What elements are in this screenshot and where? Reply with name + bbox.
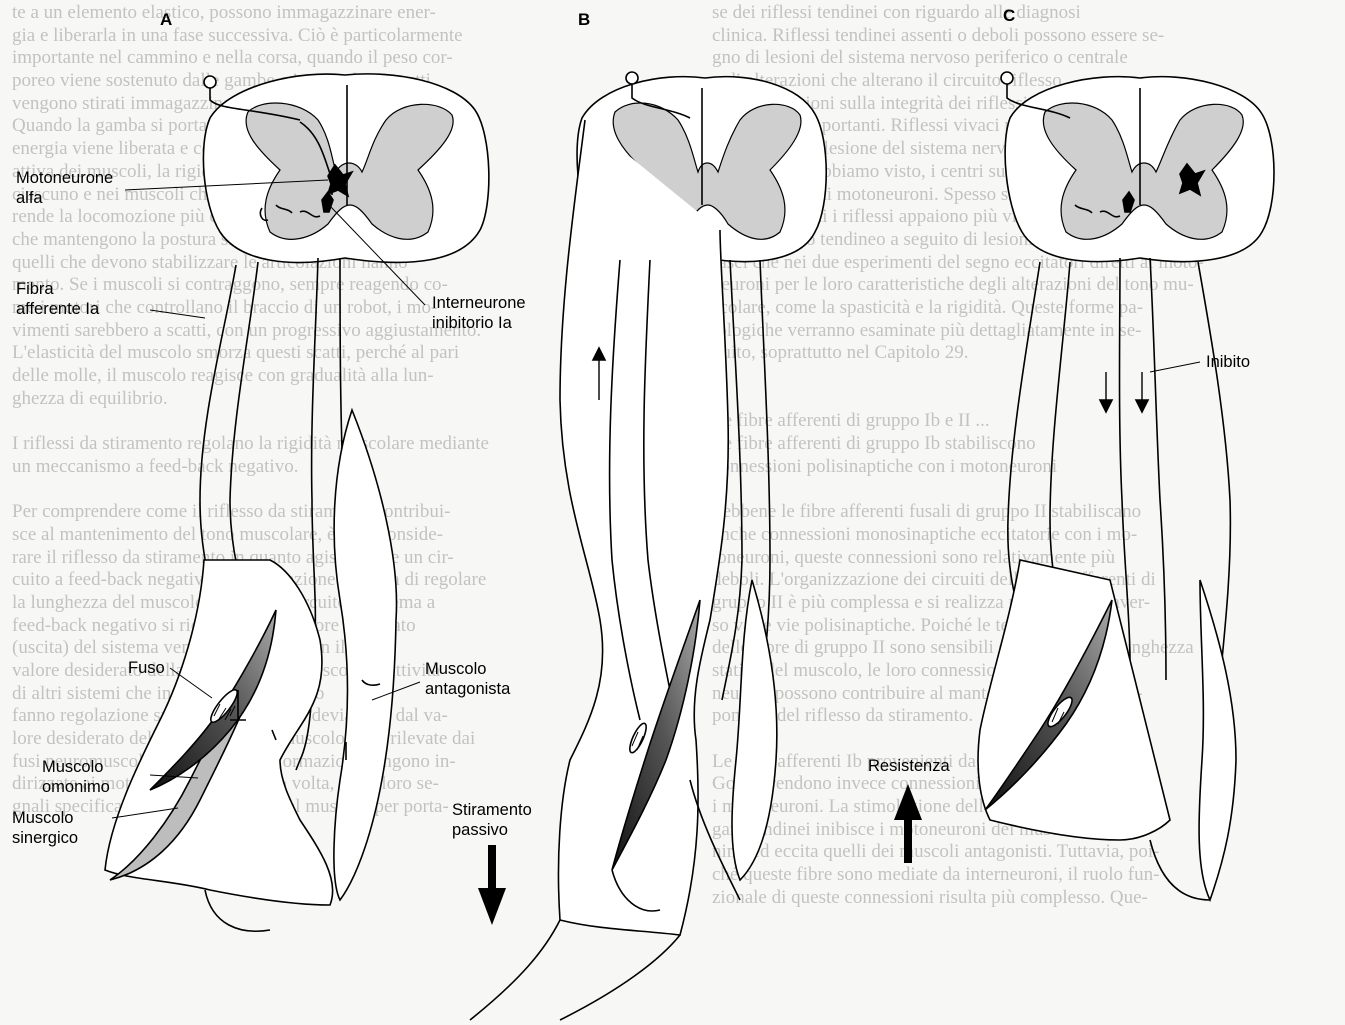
- label-alpha-motoneurone: Motoneurone alfa: [16, 168, 113, 208]
- label-spindle: Fuso: [128, 658, 165, 678]
- label-passive-stretch: Stiramento passivo: [452, 800, 532, 840]
- panel-c-drawing: [978, 72, 1274, 900]
- dorsal-root-ganglion-b: [626, 72, 638, 84]
- label-ia-inhibitory-interneurone: Interneurone inibitorio Ia: [432, 293, 526, 333]
- label-homonymous-muscle: Muscolo omonimo: [42, 757, 110, 797]
- passive-stretch-arrow: [478, 845, 506, 925]
- panel-label-c: C: [1003, 6, 1015, 26]
- label-resistance: Resistenza: [868, 756, 950, 776]
- panel-b-drawing: [470, 72, 826, 1020]
- panel-a-drawing: [105, 74, 489, 931]
- panel-label-a: A: [160, 10, 172, 30]
- dorsal-root-ganglion-c: [1001, 72, 1013, 84]
- label-synergist-muscle: Muscolo sinergico: [12, 808, 78, 848]
- panel-label-b: B: [578, 10, 590, 30]
- label-afferent-fiber-ia: Fibra afferente Ia: [16, 279, 99, 319]
- label-inhibited: Inibito: [1206, 352, 1250, 372]
- dorsal-root-ganglion-a: [204, 76, 216, 88]
- label-antagonist-muscle: Muscolo antagonista: [425, 659, 510, 699]
- antagonist-muscle-a: [334, 410, 397, 900]
- resistance-arrow: [894, 784, 922, 863]
- leg-outline-b: [558, 120, 728, 935]
